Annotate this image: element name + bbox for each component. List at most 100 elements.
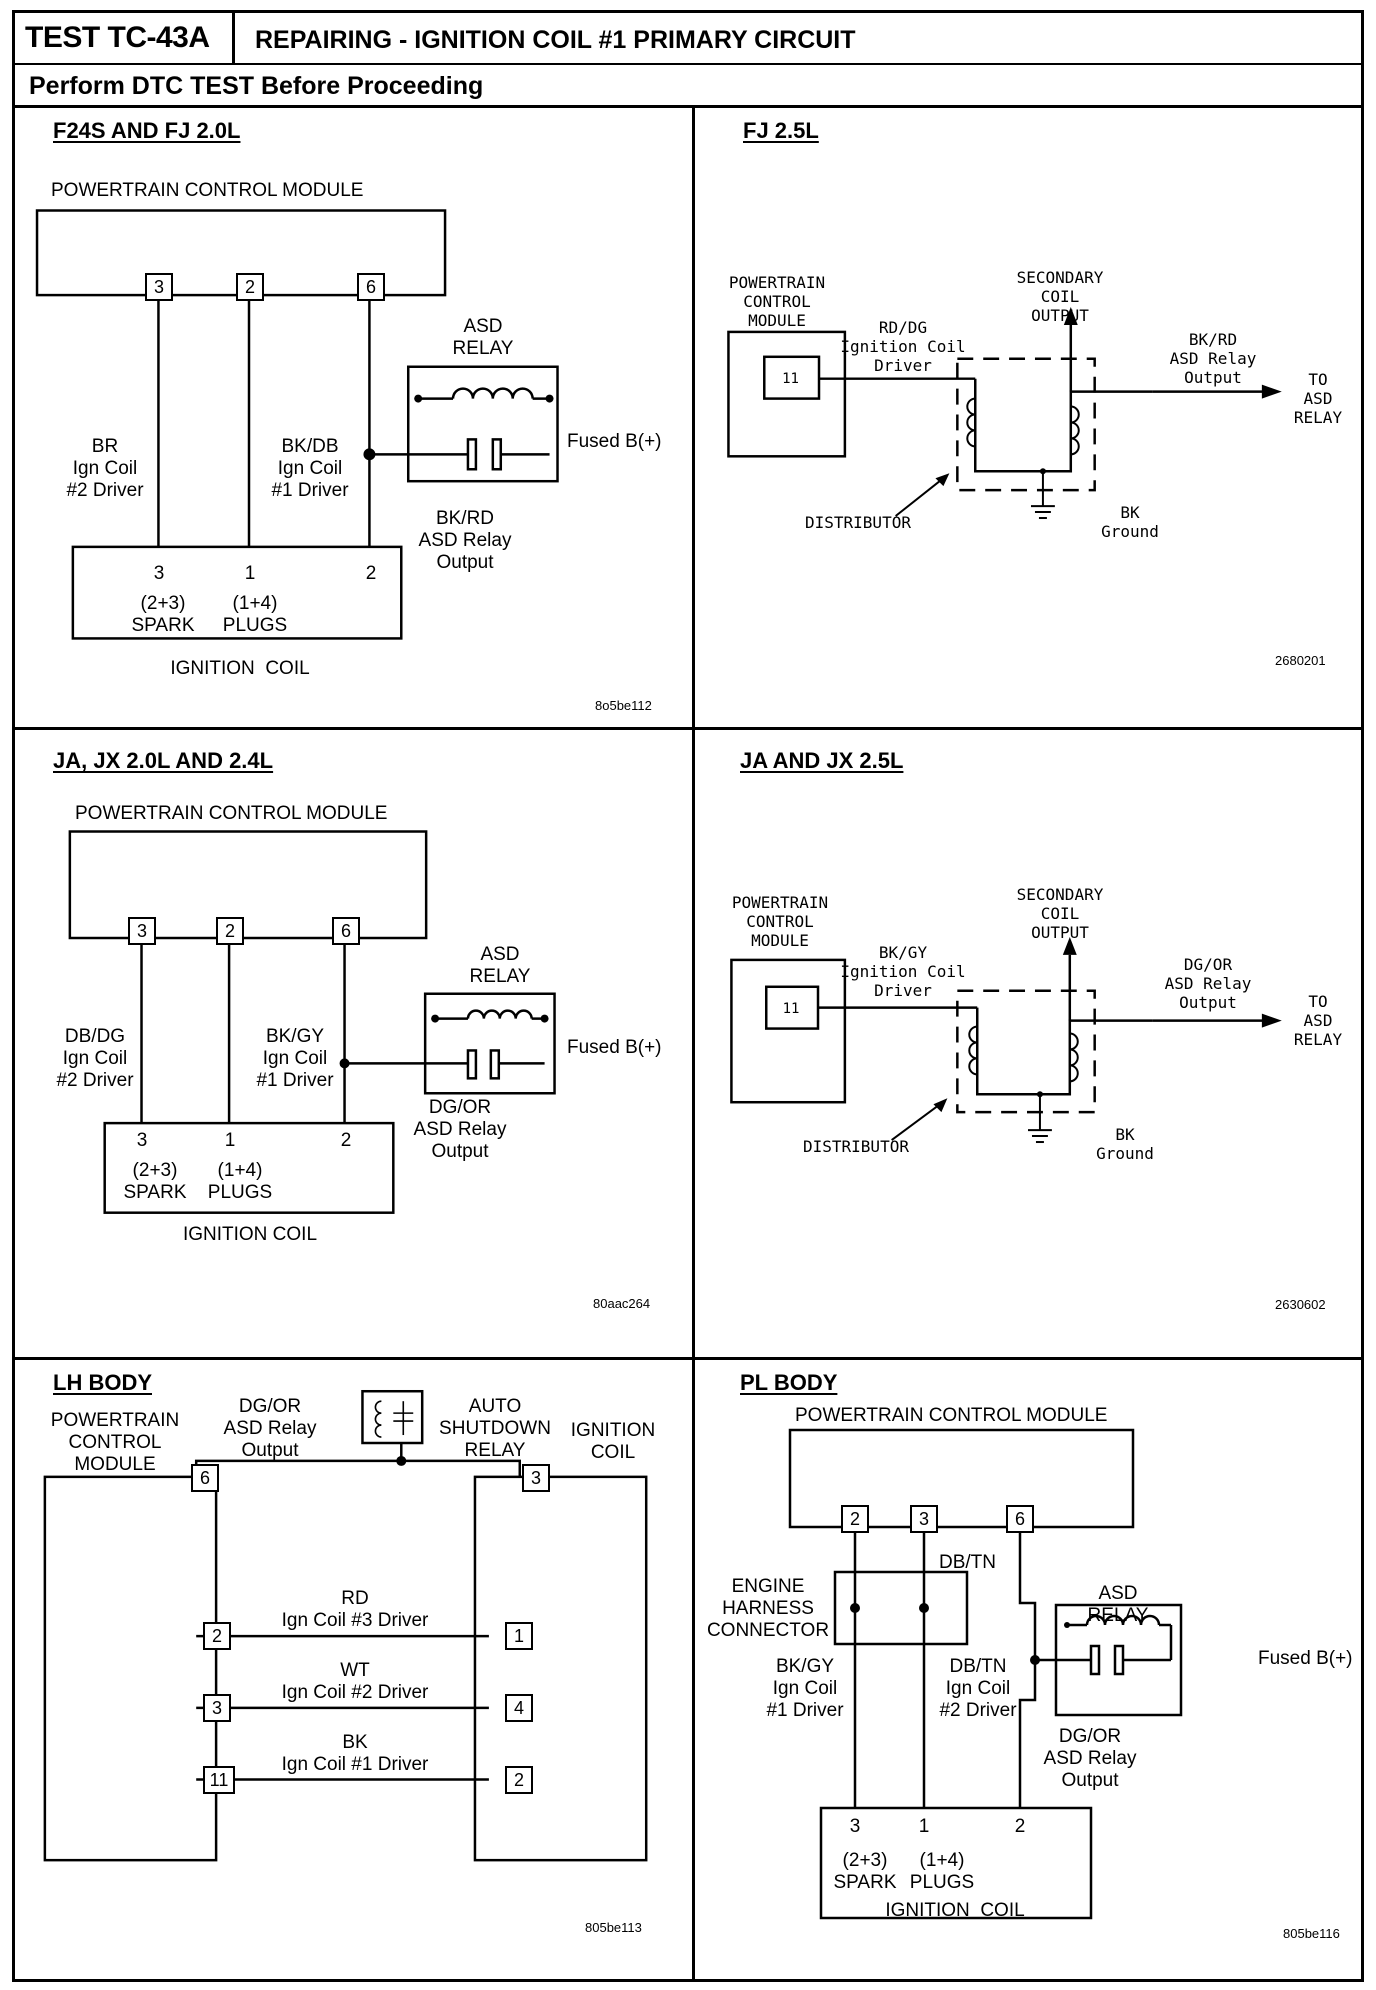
lh-asd-wire bbox=[194, 1459, 522, 1477]
lh-pcm-pin-2: 2 bbox=[203, 1622, 231, 1650]
pl-pcm-label: POWERTRAIN CONTROL MODULE bbox=[795, 1405, 1108, 1426]
f24s-coil-term-2: 2 bbox=[365, 563, 377, 584]
pl-coil-term-2: 2 bbox=[1014, 1816, 1026, 1837]
ja20-pcm-label: POWERTRAIN CONTROL MODULE bbox=[75, 803, 388, 824]
f24s-fused-label: Fused B(+) bbox=[567, 431, 662, 452]
lh-coil-pin-2: 2 bbox=[505, 1766, 533, 1794]
ja25-secondary-coil bbox=[1069, 1032, 1079, 1083]
f24s-coil-box bbox=[71, 545, 403, 640]
pl-relay-box bbox=[1054, 1603, 1183, 1717]
fj25-distributor-arrow bbox=[895, 477, 945, 517]
pl-pcm-box bbox=[788, 1428, 1135, 1529]
f24s-pcm-label: POWERTRAIN CONTROL MODULE bbox=[51, 180, 364, 201]
lh-relay-coil bbox=[374, 1400, 382, 1438]
f24s-pin-2: 2 bbox=[236, 273, 264, 301]
pl-pin-2: 2 bbox=[841, 1505, 869, 1533]
ja20-coil-term-2: 2 bbox=[340, 1130, 352, 1151]
ja20-pcm-box bbox=[68, 830, 428, 940]
ja20-title: JA, JX 2.0L AND 2.4L bbox=[53, 748, 274, 773]
lh-coil-pin-4: 4 bbox=[505, 1694, 533, 1722]
pl-coil-term-1: 1 bbox=[918, 1816, 930, 1837]
ja25-circuit bbox=[975, 1007, 1153, 1096]
ja20-relay-coil bbox=[466, 1009, 533, 1019]
fj25-circuit bbox=[974, 378, 1153, 473]
ja20-relay-box bbox=[423, 992, 556, 1095]
f24s-pin-3: 3 bbox=[145, 273, 173, 301]
ja20-coil-box bbox=[103, 1121, 395, 1214]
fj25-pin-11: 11 bbox=[782, 371, 799, 387]
pl-dbtn-label: DB/TN bbox=[939, 1552, 996, 1573]
ja25-pcm-box bbox=[730, 958, 847, 1104]
pl-pin-3: 3 bbox=[910, 1505, 938, 1533]
ja25-distributor-arrow bbox=[891, 1102, 943, 1141]
ja20-pin-6: 6 bbox=[332, 917, 360, 945]
f24s-coil-label: IGNITION COIL bbox=[170, 658, 310, 679]
pl-spark-group-a: (2+3)SPARK bbox=[833, 1850, 897, 1893]
pl-coil-label: IGNITION COIL bbox=[885, 1900, 1025, 1921]
lh-schematic bbox=[43, 1389, 648, 1862]
f24s-ref: 8o5be112 bbox=[595, 698, 652, 713]
ja20-coil-term-1: 1 bbox=[224, 1130, 236, 1151]
lh-pcm-pin-6: 6 bbox=[191, 1464, 219, 1492]
pl-pin-6: 6 bbox=[1006, 1505, 1034, 1533]
notice-bar: Perform DTC TEST Before Proceeding bbox=[15, 65, 1361, 108]
ja20-ref: 80aac264 bbox=[593, 1296, 651, 1311]
lh-coil-pin-1: 1 bbox=[505, 1622, 533, 1650]
lh-relay-box bbox=[361, 1389, 424, 1445]
lh-coil-box bbox=[473, 1475, 648, 1862]
panel-pl: PL BODY POWERTRAIN CONTROL MODULE 2 3 6 … bbox=[695, 1360, 1361, 1979]
ja20-schematic bbox=[68, 830, 556, 1214]
pl-fused-label: Fused B(+) bbox=[1258, 1648, 1353, 1669]
pl-title: PL BODY bbox=[740, 1370, 838, 1395]
pl-schematic bbox=[788, 1428, 1183, 1920]
f24s-coil-term-3: 3 bbox=[153, 563, 165, 584]
pl-coil-term-3: 3 bbox=[849, 1816, 861, 1837]
pl-coil-box bbox=[819, 1806, 1093, 1920]
notice-text: Perform DTC TEST Before Proceeding bbox=[29, 72, 484, 100]
f24s-splice bbox=[363, 448, 376, 461]
ja25-primary-coil bbox=[968, 1025, 978, 1076]
ja25-ref: 2630602 bbox=[1275, 1297, 1326, 1312]
ja25-schematic bbox=[730, 937, 1282, 1144]
panel-ja20: JA, JX 2.0L AND 2.4L POWERTRAIN CONTROL … bbox=[15, 730, 695, 1360]
lh-title: LH BODY bbox=[53, 1370, 152, 1395]
f24s-spark-group-b: (1+4)PLUGS bbox=[222, 593, 288, 636]
test-page: TEST TC-43A REPAIRING - IGNITION COIL #1… bbox=[12, 10, 1364, 1982]
panel-f24s: F24S AND FJ 2.0L POWERTRAIN CONTROL MODU… bbox=[15, 108, 695, 730]
fj25-title: FJ 2.5L bbox=[743, 118, 819, 143]
ja20-coil-label: IGNITION COIL bbox=[182, 1224, 318, 1245]
pl-spark-group-b: (1+4)PLUGS bbox=[909, 1850, 975, 1893]
fj25-to-arrow bbox=[1261, 384, 1282, 399]
pl-wire-dgor bbox=[1018, 1527, 1037, 1808]
lh-pcm-pin-11: 11 bbox=[203, 1766, 235, 1794]
f24s-coil-term-1: 1 bbox=[244, 563, 256, 584]
test-header: TEST TC-43A REPAIRING - IGNITION COIL #1… bbox=[15, 13, 1361, 65]
pl-relay-coil bbox=[1085, 1614, 1161, 1626]
fj25-secondary-arrow bbox=[1063, 307, 1078, 325]
ja25-distributor-label: DISTRIBUTOR bbox=[803, 1137, 909, 1156]
fj25-pcm-box bbox=[727, 330, 847, 458]
fj25-schematic bbox=[727, 307, 1282, 520]
fj25-secondary-coil bbox=[1070, 405, 1080, 456]
